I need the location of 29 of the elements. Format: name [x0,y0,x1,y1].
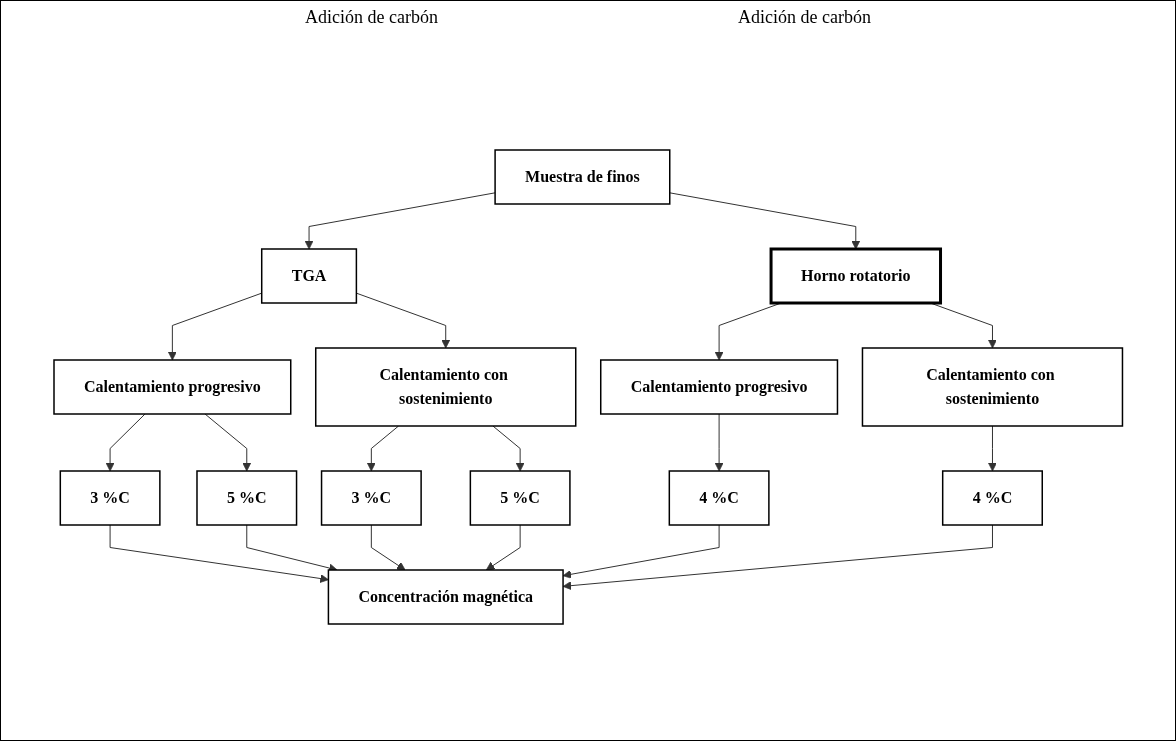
note-text: Adición de carbón [738,7,871,28]
node-box: Calentamiento con sostenimiento [314,347,577,427]
node-box: 4 %C [668,470,770,526]
arrow [370,524,406,571]
node-box: Muestra de finos [494,149,671,205]
arrow [167,292,262,361]
arrow [109,524,329,583]
node-box: 5 %C [469,470,571,526]
arrow [669,192,860,250]
arrow [562,524,720,579]
arrow [492,425,525,472]
arrow [987,425,997,472]
arrow [562,524,993,591]
arrow [204,413,251,472]
arrow [485,524,521,571]
note-text: Adición de carbón [305,7,438,28]
node-box: 4 %C [941,470,1043,526]
node-box: 3 %C [59,470,161,526]
node-box: TGA [260,248,357,304]
node-box: Calentamiento progresivo [53,359,292,415]
node-box: Calentamiento progresivo [599,359,838,415]
node-box: Horno rotatorio [769,247,942,305]
node-box: 5 %C [196,470,298,526]
arrow [714,413,724,472]
node-box: Calentamiento con sostenimiento [861,347,1123,427]
arrow [105,413,146,472]
node-box: 3 %C [320,470,422,526]
node-box: Concentración magnética [327,569,564,625]
arrow [366,425,399,472]
